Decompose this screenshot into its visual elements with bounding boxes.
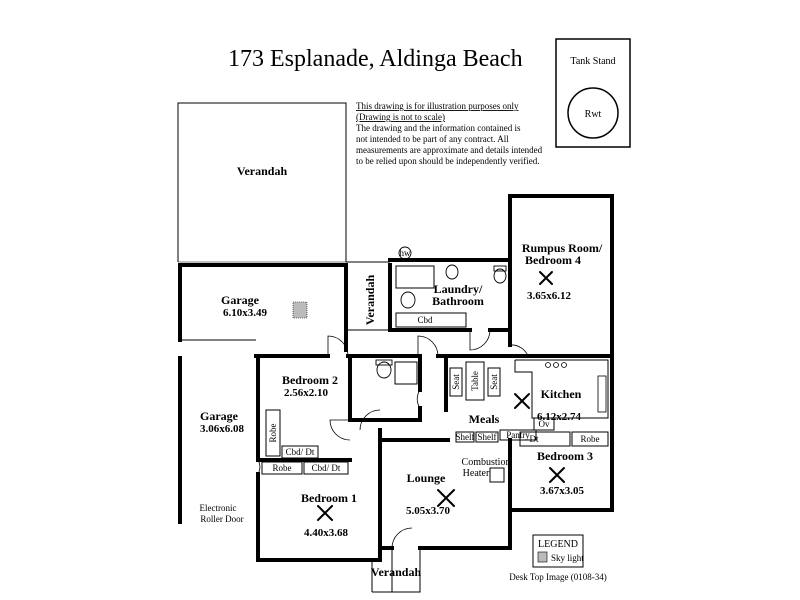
rainwater-tank-label: Rwt [585, 109, 602, 120]
disclaimer-line-6: to be relied upon should be independentl… [356, 156, 539, 166]
sink-icon [597, 375, 607, 413]
ceiling-fan-icon [437, 489, 455, 507]
property-title: 173 Esplanade, Aldinga Beach [228, 46, 523, 72]
legend-title: LEGEND [538, 539, 578, 550]
roller-door-label-1: Electronic [200, 503, 237, 513]
tank-stand-label: Tank Stand [570, 56, 615, 67]
kitchen-dims: 6.12x2.74 [537, 411, 582, 423]
robe-b1-label: Robe [273, 463, 292, 473]
disclaimer-note: This drawing is for illustration purpose… [356, 101, 543, 166]
oven-label: Ov [539, 419, 550, 429]
rumpus-label-1: Rumpus Room/ [522, 241, 603, 255]
legend-skylight-label: Sky light [551, 553, 584, 563]
toilet-icon [400, 291, 416, 309]
garage-2-label: Garage [200, 409, 239, 423]
cbd-dt-b2-label: Cbd/ Dt [286, 447, 315, 457]
bedroom-2-label: Bedroom 2 [282, 373, 338, 387]
rumpus-label-2: Bedroom 4 [525, 253, 581, 267]
hot-water-icon [398, 246, 412, 260]
seat-2-label: Seat [489, 374, 499, 390]
disclaimer-line-3: The drawing and the information containe… [356, 123, 521, 133]
verandah-main: Verandah [177, 102, 347, 263]
fixture-labels: Robe Cbd/ Dt Robe Cbd/ Dt Seat Table Sea… [200, 371, 600, 524]
disclaimer-line-1: This drawing is for illustration purpose… [356, 101, 519, 111]
ceiling-fan-icon [317, 505, 333, 521]
laundry-label-2: Bathroom [432, 294, 484, 308]
shelf-1-label: Shelf [456, 432, 475, 442]
verandah-main-label: Verandah [237, 164, 288, 178]
hotplate-icon [545, 362, 551, 368]
roller-door-label-2: Roller Door [200, 514, 243, 524]
rainwater-tank [567, 87, 619, 139]
seat-1-label: Seat [451, 374, 461, 390]
hotplate-icon [561, 362, 567, 368]
garage-2-dims: 3.06x6.08 [200, 423, 245, 435]
toilet-icon [493, 268, 507, 284]
fans [317, 271, 565, 521]
disclaimer-line-2: (Drawing is not to scale) [356, 112, 445, 122]
footer-reference: Desk Top Image (0108-34) [509, 572, 606, 582]
pantry-label: Pantry [506, 430, 530, 440]
rumpus-dims: 3.65x6.12 [527, 290, 572, 302]
garage-1-label: Garage [221, 293, 260, 307]
ceiling-fan-icon [549, 467, 565, 483]
disclaimer-line-4: not intended to be part of any contract.… [356, 134, 509, 144]
bedroom-1-dims: 4.40x3.68 [304, 527, 349, 539]
lounge-label: Lounge [407, 471, 446, 485]
hotplate-icon [553, 362, 559, 368]
ceiling-fan-icon [514, 393, 530, 409]
door-swings [257, 329, 529, 549]
disclaimer-line-5: measurements are approximate and details… [356, 145, 543, 155]
bedroom-1-label: Bedroom 1 [301, 491, 357, 505]
garage-1-dims: 6.10x3.49 [223, 307, 268, 319]
walls [178, 194, 614, 562]
bathroom-fixtures [375, 246, 507, 379]
legend-box [532, 534, 584, 568]
hot-water-label: hw [400, 248, 412, 258]
bedroom-2-dims: 2.56x2.10 [284, 387, 329, 399]
skylight-icon [292, 301, 308, 319]
kitchen-label: Kitchen [541, 387, 582, 401]
interior-lines [180, 261, 609, 593]
meals-label: Meals [469, 412, 500, 426]
combustion-heater-label-2: Heater [463, 468, 490, 479]
tank-stand-box [555, 38, 631, 148]
shelf-2-label: Shelf [478, 432, 497, 442]
legend: LEGEND Sky light [532, 534, 584, 568]
bedroom-3-dims: 3.67x3.05 [540, 485, 585, 497]
cbd-dt-b1-label: Cbd/ Dt [312, 463, 341, 473]
legend-skylight-icon [537, 551, 548, 563]
table-label: Table [470, 371, 480, 391]
dt-b3-label: Dt [530, 434, 539, 444]
laundry-label-1: Laundry/ [434, 282, 483, 296]
room-labels: Garage 6.10x3.49 Garage 3.06x6.08 Verand… [200, 241, 603, 579]
lounge-dims: 5.05x3.70 [406, 505, 451, 517]
ceiling-fan-icon [539, 271, 553, 285]
cbd-label: Cbd [417, 315, 433, 325]
verandah-side-label: Verandah [363, 275, 377, 326]
toilet-icon [376, 361, 392, 379]
tank-stand: Tank Stand Rwt [555, 38, 631, 148]
combustion-heater-label-1: Combustion [462, 457, 511, 468]
robe-b3-label: Robe [581, 434, 600, 444]
robe-b2-label: Robe [268, 423, 278, 442]
kitchen-appliances [545, 362, 607, 413]
verandah-front-label: Verandah [371, 565, 422, 579]
bedroom-3-label: Bedroom 3 [537, 449, 593, 463]
toilet-icon [445, 264, 459, 280]
